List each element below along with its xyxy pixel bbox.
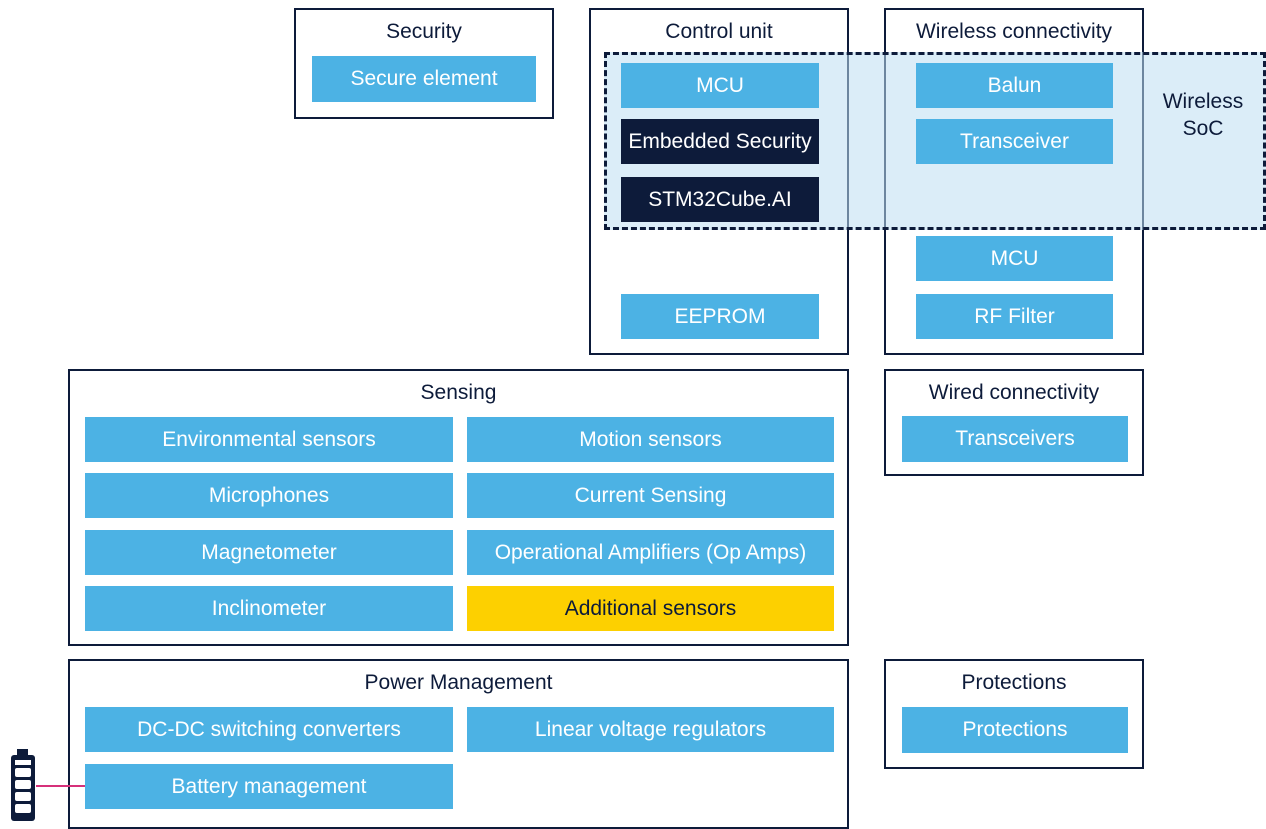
battery-icon <box>6 747 40 821</box>
environmental-sensors-block: Environmental sensors <box>85 417 453 462</box>
current-sensing-block: Current Sensing <box>467 473 834 518</box>
wireless-soc-line2: SoC <box>1182 117 1224 140</box>
protections-title: Protections <box>961 671 1067 694</box>
rf-filter-block: RF Filter <box>916 294 1113 339</box>
secure-element-block: Secure element <box>312 56 536 102</box>
inclinometer-block: Inclinometer <box>85 586 453 631</box>
sensing-title: Sensing <box>420 381 497 404</box>
stm32cube-ai-block: STM32Cube.AI <box>621 177 819 222</box>
wireless-connectivity-title: Wireless connectivity <box>915 20 1113 43</box>
protections-block: Protections <box>902 707 1128 753</box>
wired-connectivity-title: Wired connectivity <box>928 381 1100 404</box>
wireless-soc-label: Wireless SoC <box>1148 88 1258 142</box>
embedded-security-block: Embedded Security <box>621 119 819 164</box>
battery-wire <box>36 785 85 787</box>
eeprom-block: EEPROM <box>621 294 819 339</box>
dc-dc-converters-block: DC-DC switching converters <box>85 707 453 752</box>
protections-group: Protections Protections <box>884 659 1144 769</box>
magnetometer-block: Magnetometer <box>85 530 453 575</box>
op-amps-block: Operational Amplifiers (Op Amps) <box>467 530 834 575</box>
balun-block: Balun <box>916 63 1113 108</box>
transceiver-block: Transceiver <box>916 119 1113 164</box>
sensing-group: Sensing Environmental sensors Motion sen… <box>68 369 849 646</box>
wired-connectivity-group: Wired connectivity Transceivers <box>884 369 1144 476</box>
control-unit-title: Control unit <box>665 20 773 43</box>
wireless-mcu-block: MCU <box>916 236 1113 281</box>
linear-regulators-block: Linear voltage regulators <box>467 707 834 752</box>
microphones-block: Microphones <box>85 473 453 518</box>
security-title: Security <box>386 20 462 43</box>
wireless-soc-line1: Wireless <box>1162 90 1244 113</box>
power-management-group: Power Management DC-DC switching convert… <box>68 659 849 829</box>
power-management-title: Power Management <box>364 671 553 694</box>
motion-sensors-block: Motion sensors <box>467 417 834 462</box>
additional-sensors-block: Additional sensors <box>467 586 834 631</box>
wired-transceivers-block: Transceivers <box>902 416 1128 462</box>
mcu-block: MCU <box>621 63 819 108</box>
battery-management-block: Battery management <box>85 764 453 809</box>
security-group: Security Secure element <box>294 8 554 119</box>
